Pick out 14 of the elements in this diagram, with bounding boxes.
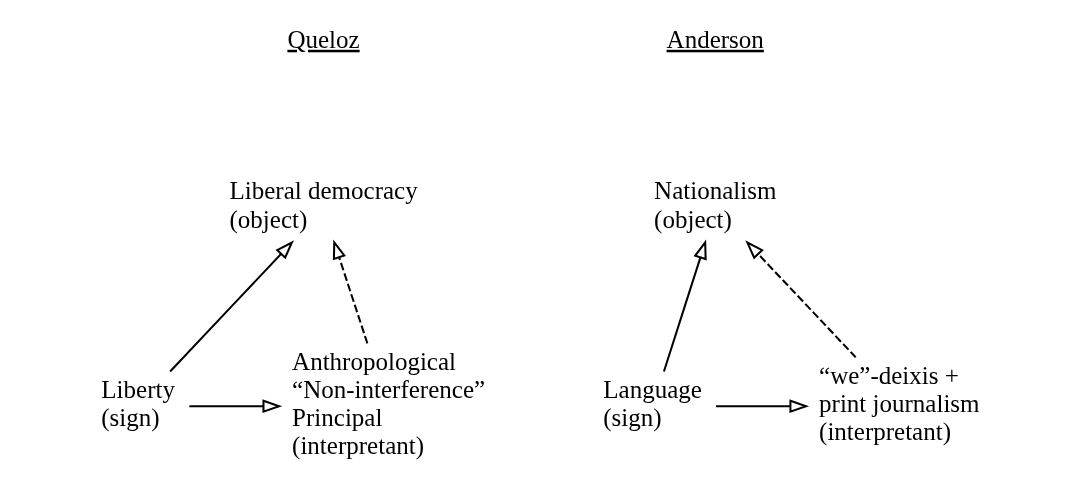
node-text: Liberty (sign) [100,375,175,431]
node-text: Nationalism (object) [653,176,776,233]
arrow [188,398,282,413]
node-text: Anthropological “Non-interference” Principal (interpretant) [291,347,485,459]
node-text: Liberal democracy (object) [229,176,418,233]
arrow [332,238,368,344]
node-text: “we”-deixis + print journalism (interpretant) [818,361,980,445]
arrow [168,239,294,372]
node-text: Language (sign) [602,375,702,431]
label: Anderson [666,25,764,53]
arrow [715,398,809,413]
arrow [662,239,707,372]
arrow [744,239,856,358]
label: Queloz [286,25,360,53]
